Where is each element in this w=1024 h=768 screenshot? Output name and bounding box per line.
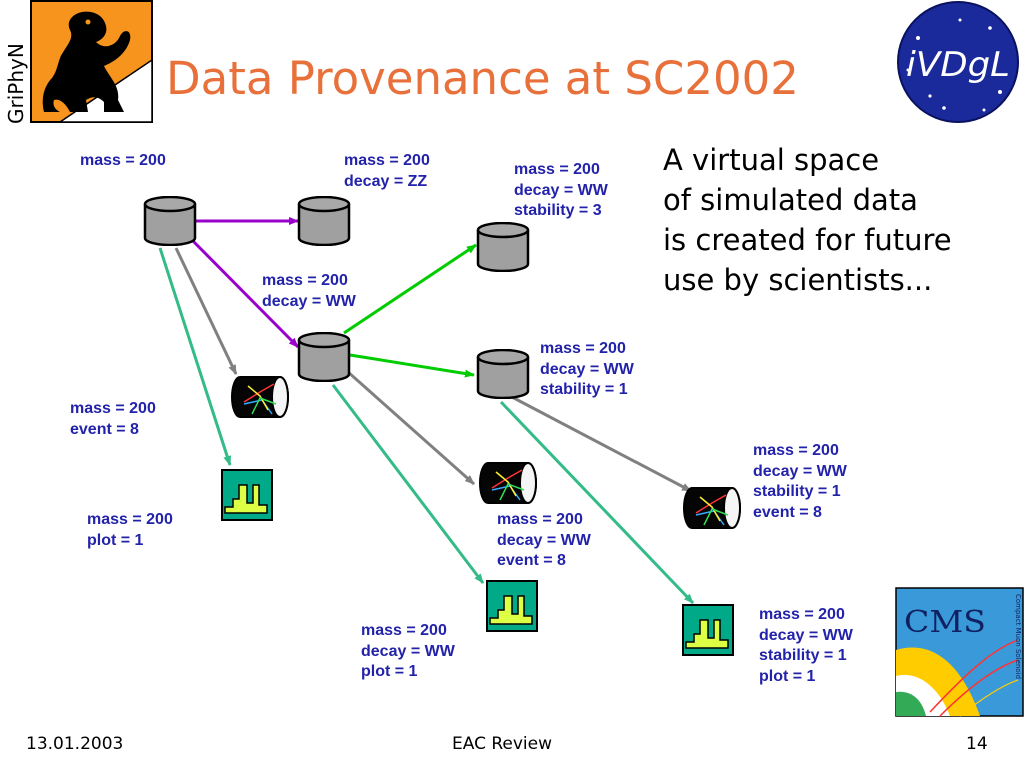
- slide-title: Data Provenance at SC2002: [166, 52, 799, 105]
- ivdgl-logo-text: iVDgL: [906, 45, 1010, 85]
- label-line: stability = 1: [753, 483, 841, 500]
- label-n11: mass = 200 decay = WW stability = 1 plot = …: [759, 605, 853, 687]
- event-node-n9[interactable]: [683, 487, 741, 529]
- label-line: mass = 200: [540, 340, 626, 357]
- label-n4: mass = 200 decay = WW: [262, 271, 356, 312]
- edge-n4-n10: [331, 384, 485, 584]
- plot-node-n10[interactable]: [486, 580, 538, 632]
- label-n1: mass = 200: [80, 151, 166, 172]
- database-node-n3[interactable]: [476, 222, 530, 272]
- label-line: decay = WW: [753, 462, 847, 480]
- label-line: stability = 1: [540, 381, 628, 398]
- label-n5: mass = 200 decay = WW stability = 1: [540, 339, 634, 401]
- label-line: stability = 1: [759, 647, 847, 664]
- ivdgl-logo: iVDgL: [897, 1, 1019, 123]
- footer-date: 13.01.2003: [26, 734, 124, 754]
- label-line: stability = 3: [514, 202, 602, 219]
- database-node-n5[interactable]: [476, 349, 530, 399]
- label-line: mass = 200: [759, 606, 845, 623]
- label-line: decay = WW: [540, 360, 634, 378]
- label-line: plot = 1: [87, 531, 144, 549]
- footer-center: EAC Review: [452, 734, 552, 754]
- label-line: decay = WW: [514, 181, 608, 199]
- label-n3: mass = 200 decay = WW stability = 3: [514, 160, 608, 222]
- database-node-n1[interactable]: [143, 196, 197, 246]
- label-line: plot = 1: [361, 663, 418, 680]
- description-line-4: use by scientists...: [663, 263, 933, 297]
- label-line: decay = WW: [361, 642, 455, 660]
- label-line: mass = 200: [87, 511, 173, 528]
- edge-n5-n11: [499, 400, 695, 605]
- label-n10: mass = 200 decay = WW plot = 1: [361, 621, 455, 683]
- edge-n5-n9: [509, 394, 692, 493]
- label-n2: mass = 200 decay = ZZ: [344, 151, 430, 192]
- label-line: event = 8: [753, 503, 822, 521]
- edge-n1-n4: [190, 238, 300, 349]
- cms-logo: CMS Compact Muon Solenoid: [895, 587, 1024, 717]
- plot-node-n7[interactable]: [221, 469, 273, 521]
- label-line: mass = 200: [70, 400, 156, 417]
- edge-n4-n8: [347, 370, 475, 486]
- griffin-icon: [42, 11, 131, 112]
- footer-page-number: 14: [966, 734, 988, 754]
- description-line-2: of simulated data: [663, 183, 918, 217]
- label-line: decay = WW: [262, 292, 356, 310]
- event-node-n8[interactable]: [479, 462, 537, 504]
- label-line: mass = 200: [262, 272, 348, 289]
- label-line: mass = 200: [497, 511, 583, 528]
- griphyn-logo: GriPhyN: [0, 0, 153, 128]
- label-line: mass = 200: [344, 152, 430, 169]
- edge-n1-n7: [158, 247, 232, 466]
- edge-n4-n3: [343, 243, 477, 335]
- cms-logo-text: CMS: [904, 605, 986, 640]
- label-n8: mass = 200 decay = WW event = 8: [497, 510, 591, 572]
- label-line: mass = 200: [361, 622, 447, 639]
- cms-logo-caption: Compact Muon Solenoid: [1014, 594, 1022, 679]
- edge-n1-n6: [174, 247, 238, 375]
- label-line: decay = WW: [759, 626, 853, 644]
- label-line: decay = ZZ: [344, 172, 428, 190]
- label-n6: mass = 200 event = 8: [70, 399, 156, 440]
- description-line-1: A virtual space: [663, 143, 880, 177]
- label-n9: mass = 200 decay = WW stability = 1 event =…: [753, 441, 847, 523]
- label-line: mass = 200: [80, 152, 166, 169]
- edges: [158, 217, 695, 605]
- label-line: event = 8: [70, 420, 139, 438]
- event-node-n6[interactable]: [231, 376, 289, 418]
- griphyn-logo-text: GriPhyN: [4, 43, 28, 124]
- label-line: plot = 1: [759, 667, 816, 685]
- plot-node-n11[interactable]: [682, 604, 734, 656]
- edge-n4-n5: [349, 353, 475, 378]
- label-line: mass = 200: [514, 161, 600, 178]
- database-node-n2[interactable]: [297, 196, 351, 246]
- label-n7: mass = 200 plot = 1: [87, 510, 173, 551]
- label-line: mass = 200: [753, 442, 839, 459]
- label-line: event = 8: [497, 552, 566, 569]
- description-line-3: is created for future: [663, 223, 952, 257]
- label-line: decay = WW: [497, 531, 591, 549]
- database-node-n4[interactable]: [297, 332, 351, 382]
